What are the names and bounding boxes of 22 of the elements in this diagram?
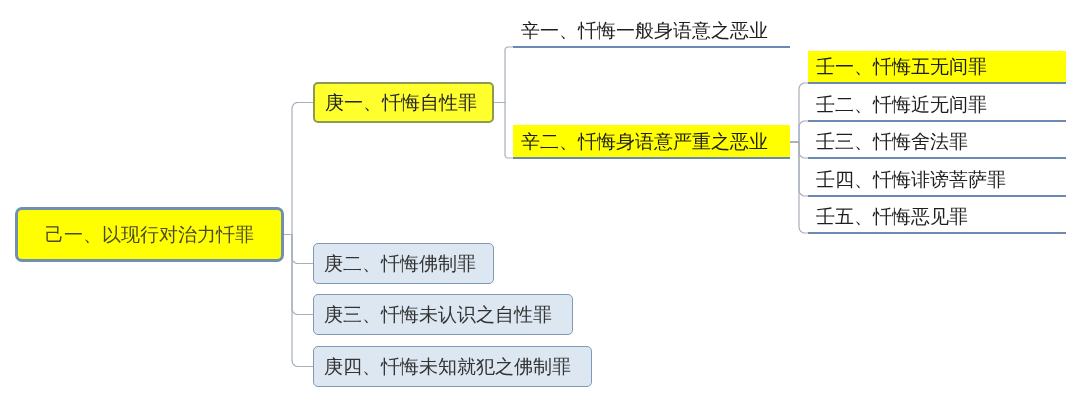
subtopic-text: 壬二、忏悔近无间罪: [816, 93, 987, 116]
connector-line: [789, 141, 809, 234]
highlighted-subtopic-item: [513, 125, 790, 159]
connector-line: [493, 101, 514, 159]
root-topic-box: [15, 207, 284, 262]
topic-box: [313, 82, 494, 123]
connector-line: [283, 233, 314, 368]
root-topic-text: 己一、以现行对治力忏罪: [45, 223, 254, 246]
subtopic-text: 辛一、忏悔一般身语意之恶业: [521, 19, 768, 42]
subtopic-text: 壬一、忏悔五无间罪: [816, 55, 987, 78]
topic-box: [313, 243, 494, 284]
subtopic-text: 辛二、忏悔身语意严重之恶业: [521, 129, 768, 153]
subtopic-text: 壬五、忏悔恶见罪: [816, 205, 968, 228]
subtopic-text: 壬四、忏悔诽谤菩萨罪: [816, 168, 1006, 191]
topic-text: 庚四、忏悔未知就犯之佛制罪: [324, 355, 571, 378]
topic-box: [313, 294, 573, 335]
subtopic-text: 壬三、忏悔舍法罪: [816, 130, 968, 153]
topic-text: 庚二、忏悔佛制罪: [324, 252, 476, 275]
topic-text: 庚三、忏悔未认识之自性罪: [324, 303, 552, 326]
topic-text: 庚一、忏悔自性罪: [325, 91, 477, 114]
highlighted-subtopic-item: [808, 51, 1066, 84]
topic-box: [313, 346, 592, 387]
